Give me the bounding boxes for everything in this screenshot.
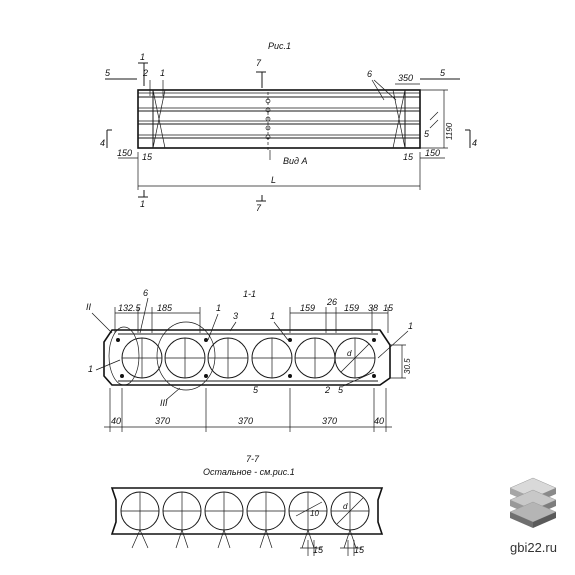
void-diameter-d: d <box>347 349 352 358</box>
cut-mark-4-right: 4 <box>472 138 477 148</box>
detail-III-circle <box>156 321 216 391</box>
dim-132-5: 132.5 <box>118 303 142 313</box>
cut-mark-1-top: 1 <box>140 52 145 62</box>
dim-150-left: 150 <box>117 148 132 158</box>
cut-mark-5-left: 5 <box>105 68 111 78</box>
callout-1-left: 1 <box>88 364 93 374</box>
callout-6: 6 <box>367 69 372 79</box>
dim-350: 350 <box>398 73 413 83</box>
dim-370-b: 370 <box>238 416 253 426</box>
dim-370-a: 370 <box>155 416 170 426</box>
dim-10: 10 <box>310 509 319 518</box>
cut-mark-1-bottom: 1 <box>140 199 145 209</box>
dim-15-b: 15 <box>354 545 365 555</box>
dim-15-right: 15 <box>403 152 414 162</box>
dim-150-right: 150 <box>425 148 440 158</box>
callout-6: 6 <box>143 288 148 298</box>
section-7-7-subtitle: Остальное - см.рис.1 <box>203 467 295 477</box>
cut-mark-4-left: 4 <box>100 138 105 148</box>
callout-1-top: 1 <box>216 303 221 313</box>
cut-mark-5-right: 5 <box>440 68 446 78</box>
callout-1: 1 <box>160 68 165 78</box>
callout-2: 2 <box>142 68 148 78</box>
void-diameter-d: d <box>343 502 348 511</box>
fig1-title: Рис.1 <box>268 41 291 51</box>
dim-185: 185 <box>157 303 173 313</box>
dim-15: 15 <box>383 303 394 313</box>
detail-II-circle <box>108 326 140 386</box>
dim-370-c: 370 <box>322 416 337 426</box>
dim-1190: 1190 <box>445 122 454 140</box>
dim-159-a: 159 <box>300 303 315 313</box>
section-7-7-title: 7-7 <box>246 454 260 464</box>
dim-159-b: 159 <box>344 303 359 313</box>
rebar-dots <box>116 338 376 378</box>
callout-1-mid: 1 <box>270 311 275 321</box>
dim-L: L <box>271 175 276 185</box>
section-1-1-voids <box>121 337 376 379</box>
roman-III: III <box>160 398 168 408</box>
callout-5-center: 5 <box>253 385 259 395</box>
section-1-1-title: 1-1 <box>243 289 256 299</box>
watermark-logo: gbi22.ru <box>509 477 557 555</box>
section-1-1-outline <box>103 329 391 386</box>
right-callout-5: 5 <box>424 129 430 139</box>
stack-logo-icon <box>509 477 557 528</box>
section-7-7-outline <box>110 487 384 535</box>
watermark-text: gbi22.ru <box>510 540 557 555</box>
dim-30-5: 30.5 <box>403 358 412 374</box>
section-1-1: 1-1 d 132.5 185 159 <box>86 288 413 432</box>
dim-38: 38 <box>368 303 378 313</box>
callout-1-right: 1 <box>408 321 413 331</box>
slab-outline <box>137 89 421 149</box>
section-7-7-voids <box>120 491 370 531</box>
callout-5-right: 5 <box>338 385 344 395</box>
cut-mark-7-top: 7 <box>256 58 262 68</box>
section-7-7: 7-7 Остальное - см.рис.1 d 10 15 15 <box>110 454 384 556</box>
callout-2: 2 <box>324 385 330 395</box>
dim-15-left: 15 <box>142 152 153 162</box>
cut-mark-7-bottom: 7 <box>256 203 262 213</box>
callout-3: 3 <box>233 311 238 321</box>
figure-1-plan: Рис.1 1 7 1 7 5 5 2 1 <box>100 41 477 213</box>
dim-40-left: 40 <box>111 416 121 426</box>
dim-15-a: 15 <box>313 545 324 555</box>
dim-26: 26 <box>326 297 337 307</box>
dim-40-right: 40 <box>374 416 384 426</box>
view-a-label: Вид А <box>283 156 308 166</box>
roman-II: II <box>86 302 92 312</box>
